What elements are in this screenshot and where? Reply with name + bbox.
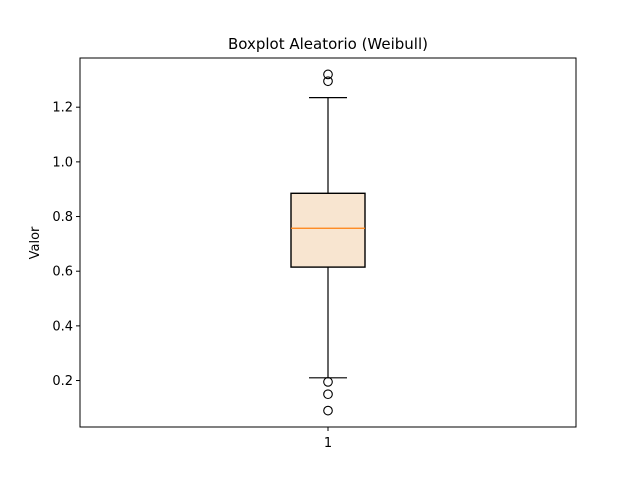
y-tick-label: 0.4 [52, 319, 73, 334]
plot-area: 0.2 0.4 0.6 0.8 1.0 1.2 1 [52, 57, 577, 451]
y-tick-label: 0.2 [52, 374, 73, 389]
outlier-point [323, 76, 333, 87]
outlier-point [323, 389, 333, 400]
chart-title: Boxplot Aleatorio (Weibull) [228, 35, 428, 53]
y-axis-label: Valor [28, 226, 43, 259]
y-tick-label: 1.2 [52, 101, 73, 116]
outlier-point [323, 69, 333, 80]
x-tick-label: 1 [324, 436, 332, 451]
outlier-point [323, 405, 333, 416]
plot-frame [79, 57, 577, 428]
box-iqr [290, 192, 366, 268]
outlier-point [323, 377, 333, 387]
y-tick-label: 1.0 [52, 155, 73, 170]
y-tick-label: 0.8 [52, 210, 73, 225]
y-tick-label: 0.6 [52, 265, 73, 280]
